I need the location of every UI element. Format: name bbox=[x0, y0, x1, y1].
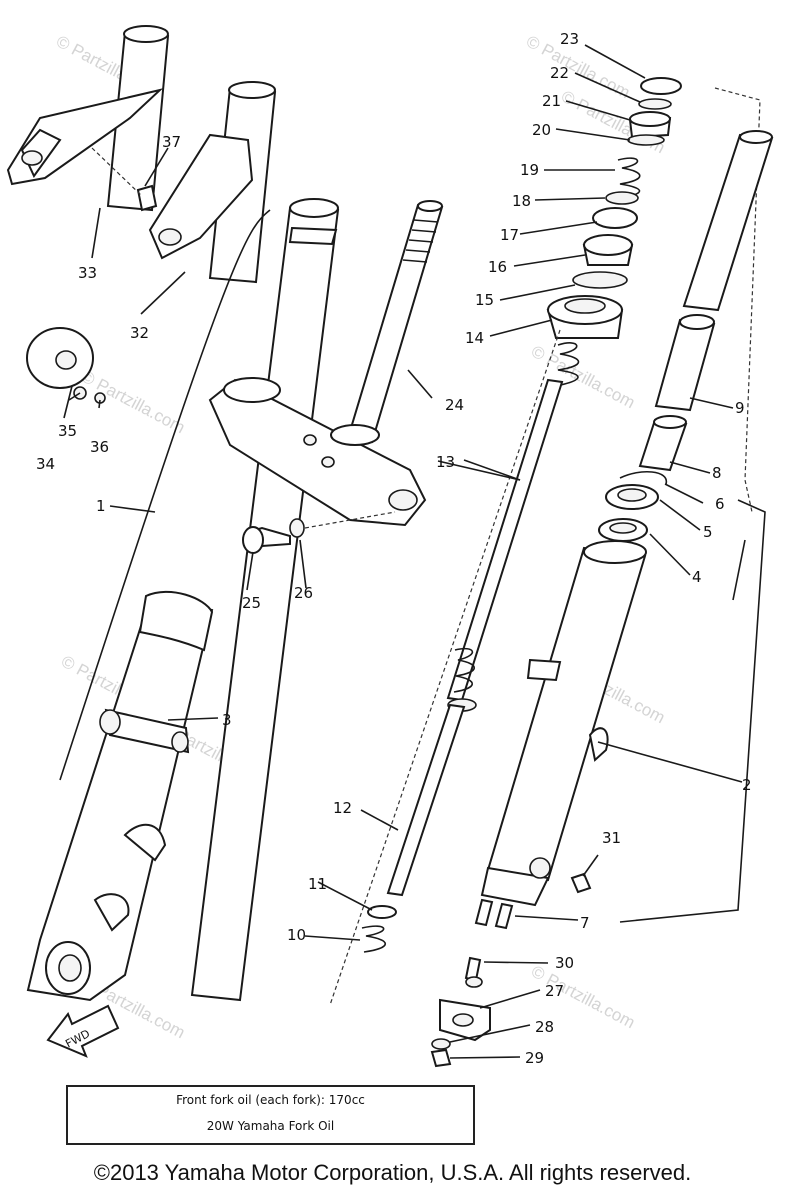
callout-5: 5 bbox=[703, 523, 713, 541]
callout-27: 27 bbox=[545, 982, 564, 1000]
callout-34: 34 bbox=[36, 455, 55, 473]
axle-holder-parts bbox=[430, 872, 592, 1068]
callout-28: 28 bbox=[535, 1018, 554, 1036]
callout-labels: 1 2 3 4 5 6 7 8 9 10 11 12 13 14 15 16 1… bbox=[36, 30, 752, 1067]
callout-2: 2 bbox=[742, 776, 752, 794]
callout-15: 15 bbox=[475, 291, 494, 309]
callout-9: 9 bbox=[735, 399, 745, 417]
callout-16: 16 bbox=[488, 258, 507, 276]
callout-24: 24 bbox=[445, 396, 464, 414]
callout-36: 36 bbox=[90, 438, 109, 456]
callout-3: 3 bbox=[222, 711, 232, 729]
callout-30: 30 bbox=[555, 954, 574, 972]
callout-6: 6 bbox=[715, 495, 725, 513]
callout-31: 31 bbox=[602, 829, 621, 847]
callout-26: 26 bbox=[294, 584, 313, 602]
leader-lines bbox=[63, 44, 766, 1059]
watermark: © Partzilla.com bbox=[78, 367, 188, 438]
callout-29: 29 bbox=[525, 1049, 544, 1067]
clip-part bbox=[91, 147, 158, 212]
callout-12: 12 bbox=[333, 799, 352, 817]
lower-bracket-stem bbox=[208, 200, 444, 527]
callout-37: 37 bbox=[162, 133, 181, 151]
callout-21: 21 bbox=[542, 92, 561, 110]
callout-10: 10 bbox=[287, 926, 306, 944]
fwd-arrow: FWD bbox=[46, 1004, 120, 1058]
callout-33: 33 bbox=[78, 264, 97, 282]
fork-oil-note-line2: 20W Yamaha Fork Oil bbox=[206, 1119, 335, 1133]
callout-25: 25 bbox=[242, 594, 261, 612]
copyright-notice: ©2013 Yamaha Motor Corporation, U.S.A. A… bbox=[93, 1160, 692, 1185]
inner-tube-right bbox=[598, 130, 774, 542]
callout-19: 19 bbox=[520, 161, 539, 179]
callout-32: 32 bbox=[130, 324, 149, 342]
fork-oil-note: Front fork oil (each fork): 170cc 20W Ya… bbox=[66, 1085, 475, 1145]
callout-4: 4 bbox=[692, 568, 702, 586]
callout-8: 8 bbox=[712, 464, 722, 482]
callout-18: 18 bbox=[512, 192, 531, 210]
fork-oil-note-line1: Front fork oil (each fork): 170cc bbox=[176, 1093, 365, 1107]
headlight-bracket-left bbox=[6, 25, 170, 212]
callout-17: 17 bbox=[500, 226, 519, 244]
pinch-bolt bbox=[242, 511, 396, 554]
upper-fork-internals bbox=[546, 77, 682, 387]
callout-14: 14 bbox=[465, 329, 484, 347]
damper-rod bbox=[386, 378, 564, 897]
callout-20: 20 bbox=[532, 121, 551, 139]
callout-35: 35 bbox=[58, 422, 77, 440]
callout-1: 1 bbox=[96, 497, 106, 515]
outer-tube-right bbox=[474, 540, 647, 930]
callout-22: 22 bbox=[550, 64, 569, 82]
callout-23: 23 bbox=[560, 30, 579, 48]
callout-13: 13 bbox=[436, 453, 455, 471]
left-fork-assembly bbox=[26, 198, 340, 1002]
callout-11: 11 bbox=[308, 875, 327, 893]
assembly-guide-lines bbox=[329, 87, 761, 1006]
headlight-bracket-right bbox=[148, 81, 277, 284]
callout-7: 7 bbox=[580, 914, 590, 932]
reflector-assembly bbox=[26, 327, 106, 404]
oil-lock-parts bbox=[361, 905, 397, 953]
